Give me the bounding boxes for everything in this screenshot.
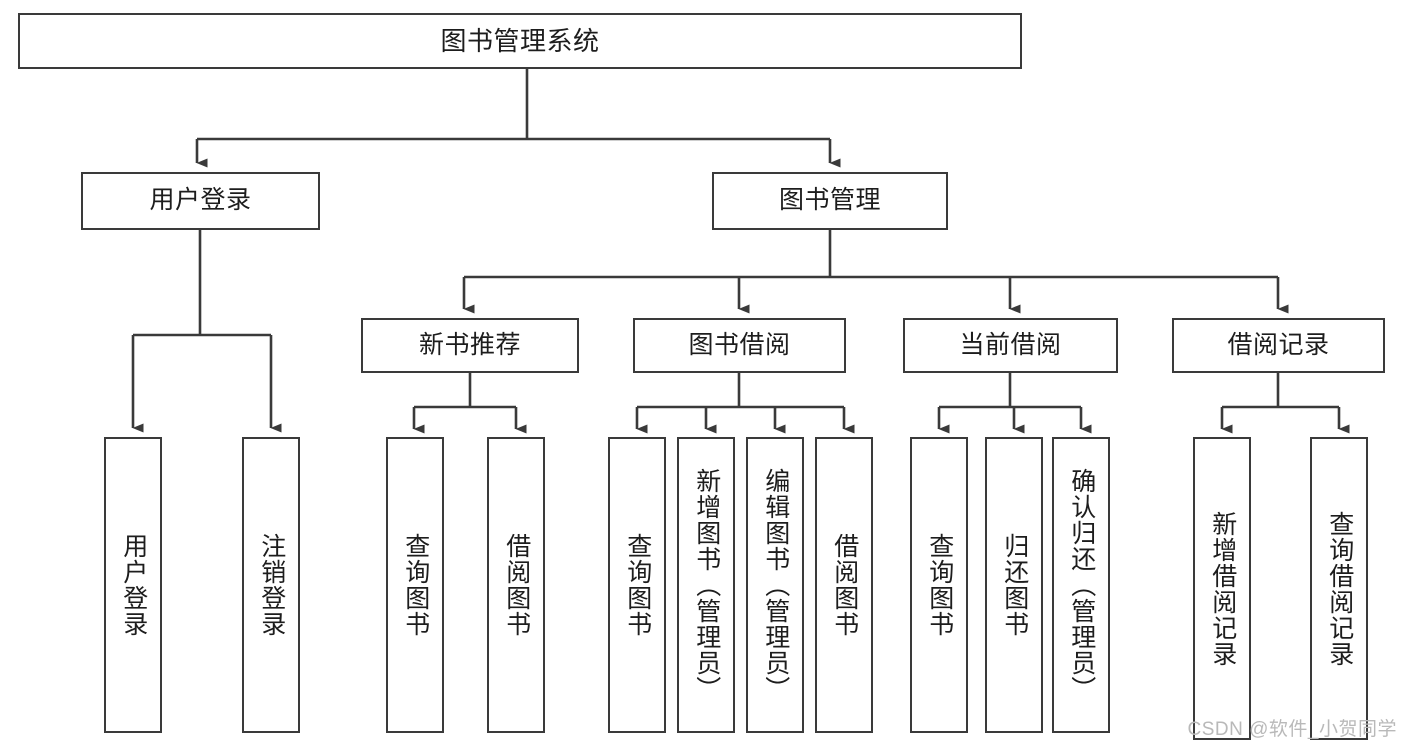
node-leaf-user-login[interactable]: 用户登录 bbox=[104, 437, 162, 733]
node-label: 注销登录 bbox=[257, 533, 286, 637]
node-label: 当前借阅 bbox=[959, 330, 1062, 359]
node-book-borrow[interactable]: 图书借阅 bbox=[633, 318, 846, 373]
node-label: 图书管理 bbox=[778, 186, 881, 215]
node-leaf-query-book-current[interactable]: 查询图书 bbox=[910, 437, 968, 733]
node-borrow-record[interactable]: 借阅记录 bbox=[1172, 318, 1385, 373]
node-label: 用户登录 bbox=[149, 186, 252, 215]
node-new-book-recommend[interactable]: 新书推荐 bbox=[361, 318, 579, 373]
node-book-management[interactable]: 图书管理 bbox=[712, 172, 948, 230]
node-label: 查询图书 bbox=[401, 533, 430, 637]
node-leaf-query-book-borrow[interactable]: 查询图书 bbox=[608, 437, 666, 733]
node-leaf-query-book-recommend[interactable]: 查询图书 bbox=[386, 437, 444, 733]
node-leaf-add-book-admin[interactable]: 新增图书（管理员） bbox=[677, 437, 735, 733]
node-leaf-borrow-book-recommend[interactable]: 借阅图书 bbox=[487, 437, 545, 733]
node-label: 新增借阅记录 bbox=[1208, 510, 1237, 667]
node-label: 新书推荐 bbox=[418, 330, 521, 359]
csdn-watermark: CSDN @软件_小贺同学 bbox=[1187, 719, 1397, 740]
node-label: 查询图书 bbox=[623, 533, 652, 637]
node-label: 借阅图书 bbox=[502, 533, 531, 637]
node-label: 图书管理系统 bbox=[440, 25, 600, 56]
node-label: 图书借阅 bbox=[688, 330, 791, 359]
node-leaf-edit-book-admin[interactable]: 编辑图书（管理员） bbox=[746, 437, 804, 733]
node-label: 查询图书 bbox=[925, 533, 954, 637]
node-label: 编辑图书（管理员） bbox=[761, 468, 790, 702]
node-label: 确认归还（管理员） bbox=[1067, 468, 1096, 702]
node-leaf-confirm-return-admin[interactable]: 确认归还（管理员） bbox=[1052, 437, 1110, 733]
node-leaf-add-borrow-record[interactable]: 新增借阅记录 bbox=[1193, 437, 1251, 740]
node-leaf-return-book[interactable]: 归还图书 bbox=[985, 437, 1043, 733]
node-user-login[interactable]: 用户登录 bbox=[81, 172, 320, 230]
node-label: 查询借阅记录 bbox=[1325, 510, 1354, 667]
node-root-book-management-system[interactable]: 图书管理系统 bbox=[18, 13, 1022, 69]
node-label: 归还图书 bbox=[1000, 533, 1029, 637]
node-label: 新增图书（管理员） bbox=[692, 468, 721, 702]
node-leaf-query-borrow-record[interactable]: 查询借阅记录 bbox=[1310, 437, 1368, 740]
node-leaf-logout-login[interactable]: 注销登录 bbox=[242, 437, 300, 733]
node-leaf-borrow-book-borrow[interactable]: 借阅图书 bbox=[815, 437, 873, 733]
node-current-borrow[interactable]: 当前借阅 bbox=[903, 318, 1118, 373]
node-label: 借阅记录 bbox=[1227, 330, 1330, 359]
node-label: 用户登录 bbox=[119, 533, 148, 637]
node-label: 借阅图书 bbox=[830, 533, 859, 637]
